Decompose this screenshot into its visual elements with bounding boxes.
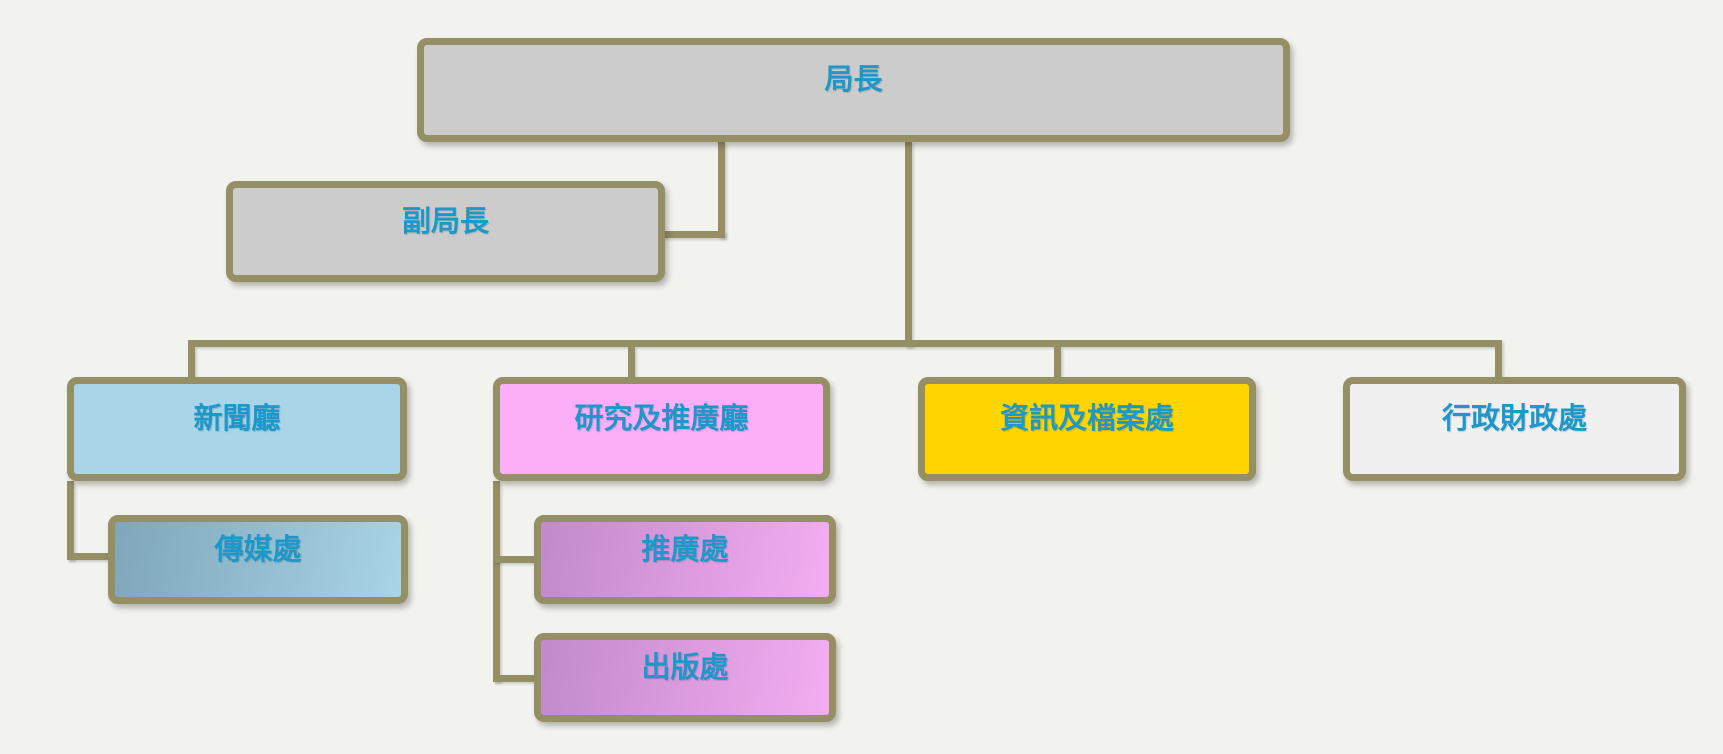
- node-research-promotion-hall-label: 研究及推廣廳: [574, 401, 749, 435]
- node-media-division-label: 傳媒處: [214, 531, 302, 566]
- node-info-archives-division: 資訊及檔案處: [918, 377, 1256, 481]
- connector-research-publications-horizontal: [493, 675, 534, 682]
- node-admin-finance-division-label: 行政財政處: [1441, 401, 1587, 435]
- node-deputy-director-label: 副局長: [401, 203, 489, 238]
- connector-research-children-vertical: [493, 481, 500, 682]
- connector-news-media-vertical: [67, 481, 74, 560]
- node-admin-finance-division: 行政財政處: [1343, 377, 1686, 481]
- connector-director-deputy-vertical: [718, 142, 725, 238]
- node-promotion-division: 推廣處: [534, 515, 836, 604]
- node-publications-division: 出版處: [534, 633, 836, 722]
- connector-drop-info-archives: [1054, 347, 1061, 377]
- connector-distribution-bar: [188, 340, 1502, 347]
- node-promotion-division-label: 推廣處: [641, 531, 729, 566]
- node-research-promotion-hall: 研究及推廣廳: [493, 377, 830, 481]
- node-deputy-director: 副局長: [226, 181, 665, 282]
- node-media-division: 傳媒處: [108, 515, 408, 604]
- node-director-label: 局長: [824, 62, 883, 96]
- node-news-hall: 新聞廳: [67, 377, 407, 481]
- node-info-archives-division-label: 資訊及檔案處: [999, 401, 1174, 435]
- node-publications-division-label: 出版處: [641, 649, 729, 684]
- connector-research-promotion-horizontal: [493, 556, 534, 563]
- connector-drop-admin-finance: [1495, 347, 1502, 377]
- connector-drop-research-hall: [628, 347, 635, 377]
- connector-director-deputy-horizontal: [663, 231, 725, 238]
- node-news-hall-label: 新聞廳: [193, 401, 281, 435]
- connector-director-trunk-vertical: [905, 142, 912, 347]
- connector-drop-news-hall: [188, 347, 195, 377]
- connector-news-media-horizontal: [67, 553, 108, 560]
- node-director: 局長: [417, 38, 1290, 142]
